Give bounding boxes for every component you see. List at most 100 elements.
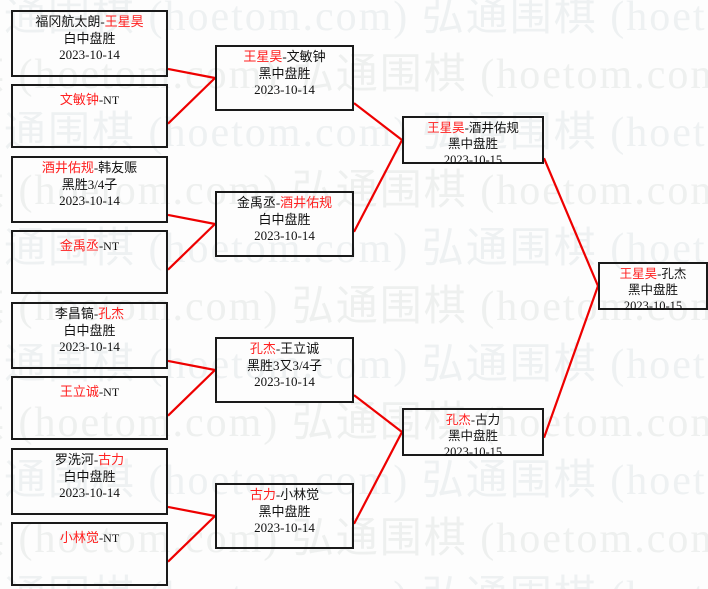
versus-separator: - bbox=[98, 530, 104, 545]
match-date: 2023-10-14 bbox=[254, 82, 315, 98]
player-right: 孔杰 bbox=[98, 306, 125, 321]
match-result: 黑中盘胜 bbox=[447, 429, 498, 443]
player-left: 文敏钟 bbox=[59, 92, 99, 107]
match-box[interactable]: 金禹丞-NT bbox=[11, 230, 168, 294]
player-right: 孔杰 bbox=[661, 267, 687, 281]
match-players: 孔杰-王立诚 bbox=[217, 339, 352, 358]
match-date: 2023-10-15 bbox=[443, 153, 503, 167]
match-result: 白中盘胜 bbox=[63, 322, 116, 338]
match-result: 黑中盘胜 bbox=[627, 283, 678, 297]
bracket-connector bbox=[167, 515, 216, 563]
versus-separator: - bbox=[275, 487, 281, 502]
match-box[interactable]: 小林觉-NT bbox=[11, 522, 168, 586]
player-right: 古力 bbox=[475, 413, 501, 427]
player-left: 王立诚 bbox=[59, 384, 99, 399]
bracket-connector bbox=[167, 213, 216, 226]
bracket-connector bbox=[353, 139, 403, 233]
bye-tag: NT bbox=[103, 93, 120, 107]
versus-separator: - bbox=[100, 14, 105, 29]
player-left: 王星昊 bbox=[619, 267, 658, 281]
bracket-connector bbox=[353, 394, 403, 433]
versus-separator: - bbox=[470, 413, 476, 427]
bracket-connector bbox=[353, 102, 403, 141]
match-date: 2023-10-15 bbox=[623, 299, 683, 313]
versus-separator: - bbox=[282, 49, 287, 64]
match-players: 王立诚-NT bbox=[13, 378, 166, 401]
match-date: 2023-10-14 bbox=[59, 47, 120, 63]
player-right: 王立诚 bbox=[280, 341, 320, 356]
bracket-connector bbox=[542, 157, 600, 287]
player-left: 罗洗河 bbox=[54, 452, 94, 467]
player-right: 王星昊 bbox=[104, 14, 144, 29]
match-result: 黑胜3又3/4子 bbox=[246, 357, 323, 373]
versus-separator: - bbox=[657, 267, 662, 281]
player-right: 文敏钟 bbox=[286, 49, 326, 64]
player-left: 王星昊 bbox=[427, 121, 465, 135]
player-right: 韩友赈 bbox=[98, 160, 138, 175]
player-right: 古力 bbox=[98, 452, 125, 467]
match-date: 2023-10-14 bbox=[254, 228, 315, 244]
bracket-connector bbox=[167, 77, 216, 125]
player-left: 孔杰 bbox=[445, 413, 471, 427]
bracket-connector bbox=[167, 369, 216, 417]
match-players: 李昌镐-孔杰 bbox=[13, 304, 166, 323]
match-result: 白中盘胜 bbox=[63, 30, 116, 46]
player-right: 小林觉 bbox=[280, 487, 320, 502]
match-players: 福冈航太朗-王星昊 bbox=[13, 12, 166, 31]
player-left: 李昌镐 bbox=[54, 306, 94, 321]
match-date: 2023-10-14 bbox=[254, 374, 315, 390]
bracket-connector bbox=[353, 431, 403, 525]
match-date: 2023-10-14 bbox=[59, 485, 120, 501]
match-box[interactable]: 文敏钟-NT bbox=[11, 84, 168, 148]
match-players: 王星昊-文敏钟 bbox=[217, 47, 352, 66]
match-players: 金禹丞-NT bbox=[13, 232, 166, 255]
player-left: 小林觉 bbox=[59, 530, 99, 545]
versus-separator: - bbox=[275, 195, 281, 210]
match-date: 2023-10-14 bbox=[59, 193, 120, 209]
match-players: 小林觉-NT bbox=[13, 524, 166, 547]
versus-separator: - bbox=[98, 384, 104, 399]
match-box[interactable]: 王立诚-NT bbox=[11, 376, 168, 440]
versus-separator: - bbox=[93, 452, 99, 467]
player-left: 金禹丞 bbox=[59, 238, 99, 253]
match-players: 孔杰-古力 bbox=[404, 410, 542, 428]
match-result: 黑中盘胜 bbox=[258, 503, 311, 519]
match-date: 2023-10-14 bbox=[254, 520, 315, 536]
player-left: 金禹丞 bbox=[236, 195, 276, 210]
bracket-connector bbox=[167, 359, 216, 372]
match-players: 罗洗河-古力 bbox=[13, 450, 166, 469]
bye-tag: NT bbox=[103, 239, 120, 253]
match-result: 白中盘胜 bbox=[63, 468, 116, 484]
versus-separator: - bbox=[93, 160, 99, 175]
bracket-connector bbox=[542, 285, 600, 439]
match-players: 王星昊-酒井佑规 bbox=[404, 118, 542, 136]
bye-tag: NT bbox=[103, 531, 120, 545]
bye-tag: NT bbox=[103, 385, 120, 399]
bracket-connector bbox=[167, 223, 216, 271]
bracket-connector bbox=[167, 67, 216, 80]
player-left: 福冈航太朗 bbox=[35, 14, 101, 29]
match-players: 古力-小林觉 bbox=[217, 485, 352, 504]
versus-separator: - bbox=[93, 306, 99, 321]
match-players: 金禹丞-酒井佑规 bbox=[217, 193, 352, 212]
versus-separator: - bbox=[98, 92, 104, 107]
match-players: 王星昊-孔杰 bbox=[600, 264, 706, 282]
versus-separator: - bbox=[464, 121, 469, 135]
match-players: 文敏钟-NT bbox=[13, 86, 166, 109]
match-date: 2023-10-15 bbox=[443, 445, 503, 459]
match-result: 白中盘胜 bbox=[258, 211, 311, 227]
versus-separator: - bbox=[98, 238, 104, 253]
player-right: 酒井佑规 bbox=[280, 195, 333, 210]
bracket-connector bbox=[167, 505, 216, 518]
